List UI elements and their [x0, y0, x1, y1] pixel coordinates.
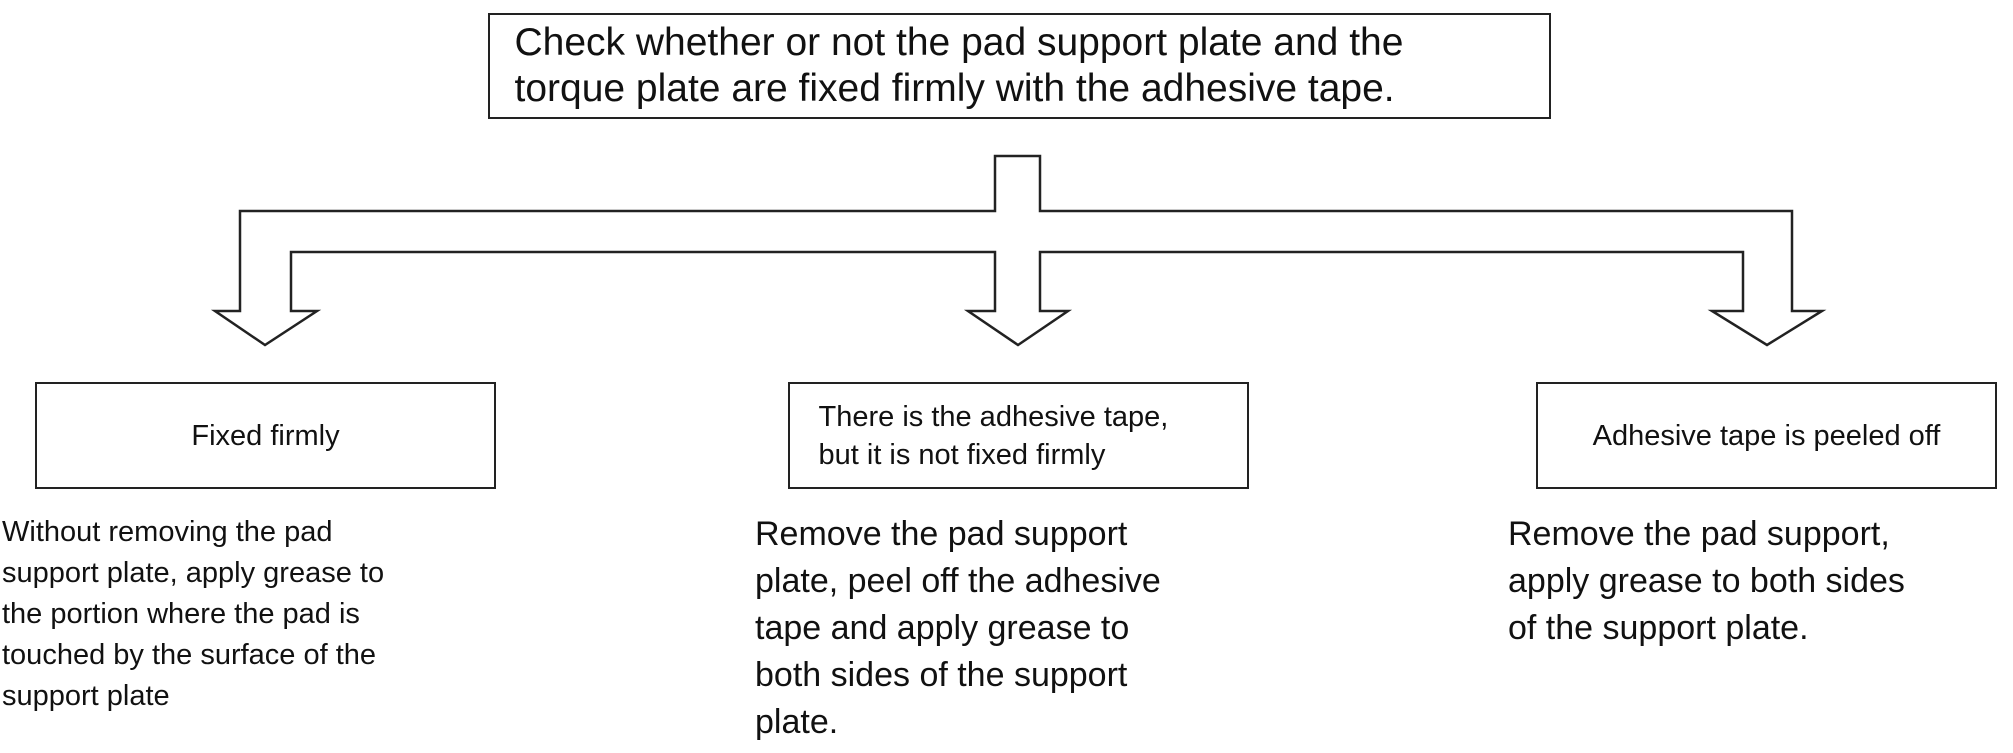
outcome-box-not-fixed-firmly: There is the adhesive tape, but it is no… [788, 382, 1249, 489]
outcome-box-fixed-firmly: Fixed firmly [35, 382, 496, 489]
question-text: Check whether or not the pad support pla… [514, 21, 1404, 110]
action-text-not-fixed-firmly: Remove the pad support plate, peel off t… [755, 515, 1161, 741]
outcome-label-fixed-firmly: Fixed firmly [191, 419, 340, 452]
outcome-label-tape-peeled-off: Adhesive tape is peeled off [1592, 419, 1941, 452]
question-box: Check whether or not the pad support pla… [488, 13, 1551, 119]
outcome-label-not-fixed-firmly: There is the adhesive tape, but it is no… [818, 400, 1169, 471]
action-text-tape-peeled-off: Remove the pad support, apply grease to … [1508, 515, 1905, 647]
outcome-box-tape-peeled-off: Adhesive tape is peeled off [1536, 382, 1997, 489]
branch-arrow-outline [210, 154, 1827, 347]
action-text-fixed-firmly: Without removing the pad support plate, … [2, 516, 385, 712]
